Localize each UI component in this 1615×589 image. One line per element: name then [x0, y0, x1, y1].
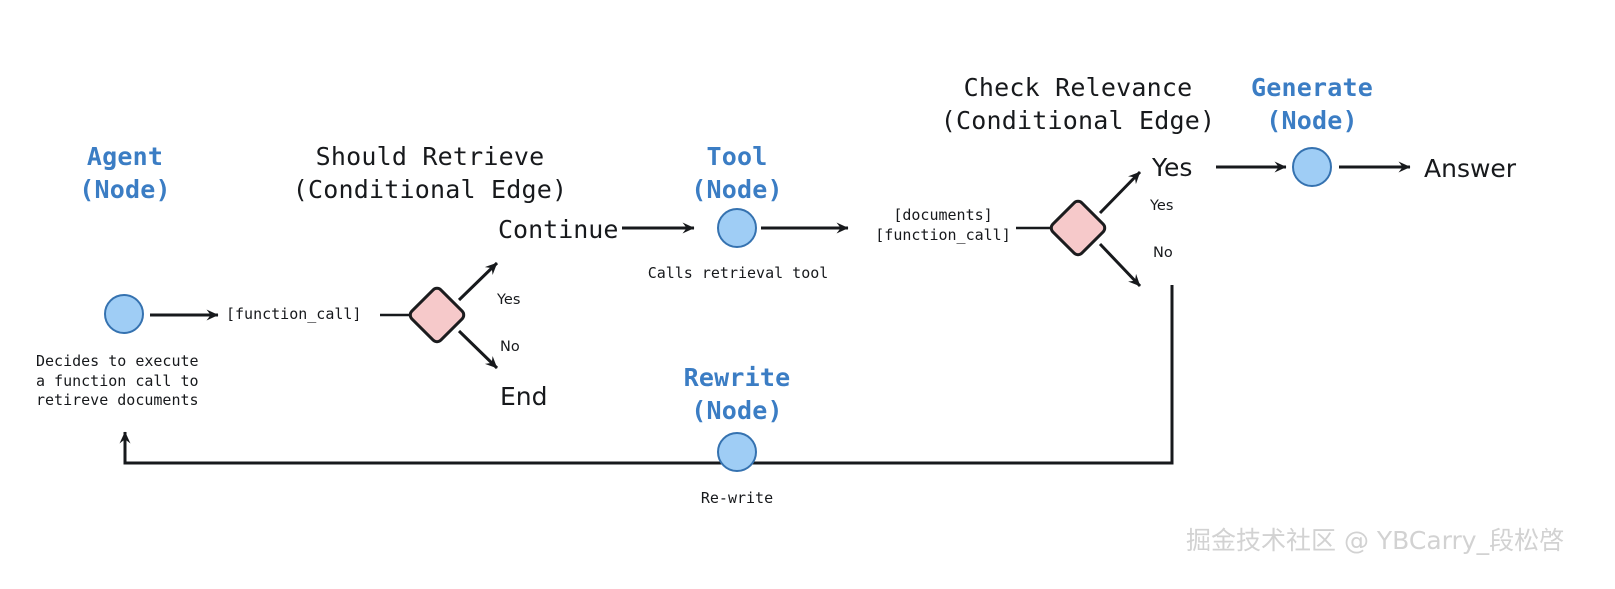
- edge-label-end-text: End: [500, 382, 548, 411]
- edge-title-should-retrieve: Should Retrieve (Conditional Edge): [265, 141, 595, 206]
- edge-label-no-decision1-text: No: [500, 339, 520, 355]
- node-title-generate-line1: Generate: [1250, 73, 1373, 102]
- edge-title-check-relevance: Check Relevance (Conditional Edge): [913, 72, 1243, 137]
- node-title-rewrite-line1: Rewrite: [683, 363, 791, 392]
- node-agent[interactable]: [104, 294, 144, 334]
- edge-label-yes-decision1-text: Yes: [497, 292, 521, 308]
- edge-label-documents-function-call-text: [documents] [function_call]: [875, 206, 1011, 244]
- edge-decision1-no: [457, 329, 499, 370]
- caption-tool: Calls retrieval tool: [638, 264, 838, 284]
- node-title-tool-line1: Tool: [706, 142, 768, 171]
- node-title-generate: Generate (Node): [1217, 72, 1407, 137]
- edge-decision2-yes: [1098, 170, 1142, 215]
- edge-label-yes-decision2: Yes: [1150, 197, 1173, 216]
- decision-should-retrieve[interactable]: [405, 283, 469, 347]
- caption-rewrite: Re-write: [667, 489, 807, 509]
- edge-title-should-retrieve-line2: (Conditional Edge): [292, 174, 568, 204]
- node-tool[interactable]: [717, 208, 757, 248]
- node-title-generate-line2: (Node): [1266, 105, 1358, 135]
- caption-agent-text: Decides to execute a function call to re…: [36, 352, 199, 409]
- edge-label-continue: Continue: [498, 214, 618, 247]
- edge-label-documents-function-call: [documents] [function_call]: [868, 206, 1018, 245]
- edge-decision1-yes: [457, 261, 499, 302]
- node-title-tool: Tool (Node): [642, 141, 832, 206]
- node-title-agent-line2: (Node): [79, 174, 171, 204]
- caption-rewrite-text: Re-write: [700, 489, 774, 507]
- decision-check-relevance[interactable]: [1046, 196, 1110, 260]
- edge-label-yes-decision1: Yes: [497, 291, 520, 310]
- edge-title-check-relevance-line1: Check Relevance: [963, 73, 1193, 102]
- edge-title-check-relevance-line2: (Conditional Edge): [940, 105, 1216, 135]
- watermark-text: 掘金技术社区 @ YBCarry_段松啓: [1186, 526, 1565, 555]
- edge-label-answer: Answer: [1424, 153, 1516, 186]
- node-rewrite[interactable]: [717, 432, 757, 472]
- edge-title-should-retrieve-line1: Should Retrieve: [315, 142, 545, 171]
- edge-label-no-decision2-text: No: [1153, 245, 1173, 261]
- edge-label-no-decision2: No: [1153, 244, 1173, 263]
- node-title-rewrite-line2: (Node): [691, 395, 783, 425]
- node-title-agent-line1: Agent: [86, 142, 164, 171]
- edge-label-no-decision1: No: [500, 338, 520, 357]
- edge-decision2-no: [1098, 242, 1142, 288]
- edge-label-yes-generate: Yes: [1152, 152, 1192, 185]
- edge-label-yes-decision2-text: Yes: [1150, 198, 1174, 214]
- edge-label-answer-text: Answer: [1424, 154, 1517, 183]
- node-title-agent: Agent (Node): [30, 141, 220, 206]
- edge-label-function-call-text: [function_call]: [226, 305, 362, 323]
- caption-tool-text: Calls retrieval tool: [647, 264, 829, 282]
- edge-label-yes-generate-text: Yes: [1152, 153, 1193, 182]
- edge-label-end: End: [500, 381, 548, 414]
- node-generate[interactable]: [1292, 147, 1332, 187]
- node-title-tool-line2: (Node): [691, 174, 783, 204]
- node-title-rewrite: Rewrite (Node): [642, 362, 832, 427]
- watermark: 掘金技术社区 @ YBCarry_段松啓: [1186, 521, 1564, 557]
- edge-label-function-call: [function_call]: [226, 305, 361, 325]
- caption-agent: Decides to execute a function call to re…: [36, 352, 236, 411]
- edge-label-continue-text: Continue: [498, 215, 619, 244]
